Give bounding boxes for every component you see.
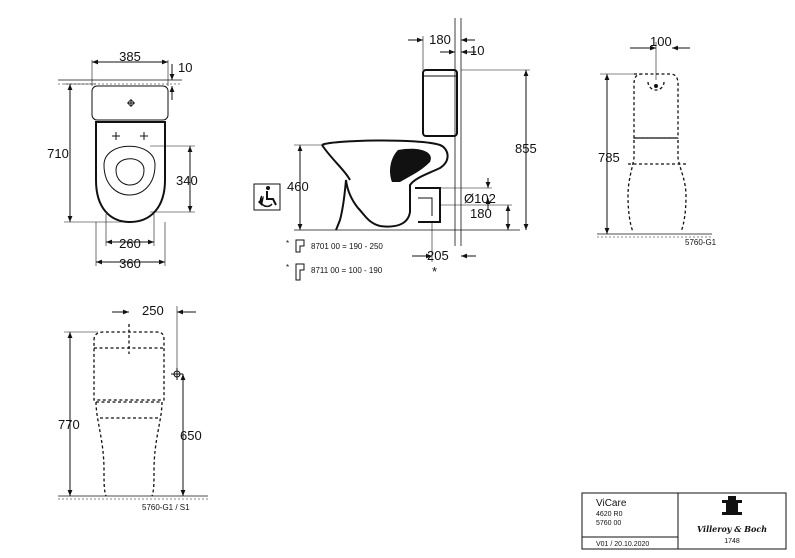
brand-name: Villeroy & Boch: [697, 524, 767, 534]
note-1-marker: *: [286, 239, 289, 248]
title-line-1: 4620 R0: [596, 511, 623, 518]
brand-logo: Villeroy & Boch 1748: [697, 496, 767, 545]
rear-view-code: 5760-G1 / S1: [142, 503, 190, 512]
version-date: V01 / 20.10.2020: [596, 541, 649, 548]
top-wall-gap-label: 10: [178, 60, 192, 75]
side-seat-height-label: 460: [287, 179, 309, 194]
note-2-text: 8711 00 = 100 - 190: [311, 266, 383, 275]
product-name: ViCare: [596, 498, 627, 509]
note-1-text: 8701 00 = 190 - 250: [311, 242, 383, 251]
side-outlet-diameter-label: Ø102: [464, 191, 496, 206]
top-depth-label: 710: [47, 146, 69, 161]
title-line-2: 5760 00: [596, 520, 621, 527]
wheelchair-accessible-icon: [253, 183, 281, 211]
front-width-label: 100: [650, 34, 672, 49]
water-inlet-icon: [171, 368, 183, 380]
fixing-points: [112, 132, 148, 140]
note-2-marker: *: [286, 263, 289, 272]
side-outlet-height-label: 180: [470, 206, 492, 221]
pan-connector-icon-2: [295, 263, 305, 281]
flush-button-icon: [127, 99, 135, 107]
side-cistern-depth-label: 180: [429, 32, 451, 47]
rear-width-label: 250: [142, 303, 164, 318]
rear-height-label: 770: [58, 417, 80, 432]
top-width-label: 385: [119, 49, 141, 64]
side-wall-gap-label: 10: [470, 43, 484, 58]
rear-inlet-height-label: 650: [180, 428, 202, 443]
rear-view: 250 770 650 5760-G1 / S1: [58, 303, 208, 512]
side-view: 180 10 855 460 Ø102 180 205 *: [253, 18, 537, 279]
front-view: 100 785 5760-G1: [597, 34, 717, 247]
front-height-label: 785: [598, 150, 620, 165]
side-asterisk: *: [432, 264, 437, 279]
top-view: 385 10 710 340 260 360: [47, 49, 198, 271]
title-block: ViCare 4620 R0 5760 00 V01 / 20.10.2020 …: [581, 492, 787, 550]
brand-year: 1748: [724, 538, 740, 545]
top-rear-width-label: 260: [119, 236, 141, 251]
pan-connector-icon-1: [295, 239, 305, 253]
top-seat-depth-label: 340: [176, 173, 198, 188]
front-view-code: 5760-G1: [685, 238, 717, 247]
top-base-width-label: 360: [119, 256, 141, 271]
side-outlet-distance-label: 205: [427, 248, 449, 263]
side-total-height-label: 855: [515, 141, 537, 156]
notes: * 8701 00 = 190 - 250 * 8711 00 = 100 - …: [286, 239, 383, 281]
